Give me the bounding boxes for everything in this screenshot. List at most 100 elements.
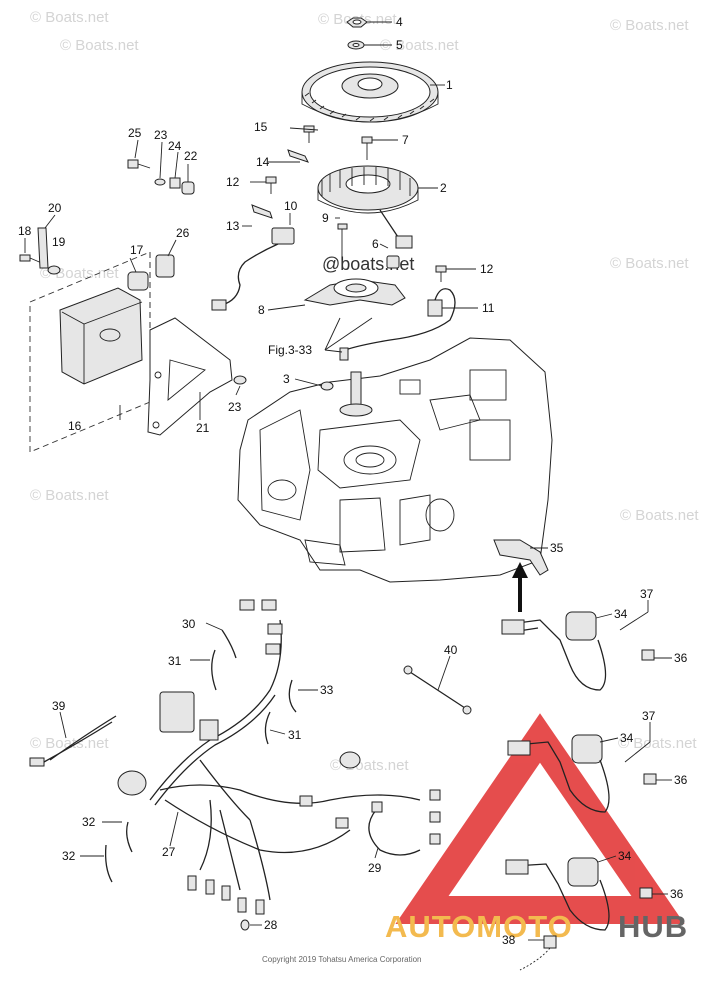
cdi-bracket [147,317,233,436]
grommet [386,255,400,269]
callout-17: 17 [130,243,144,257]
callout-24: 24 [168,139,182,153]
callout-37: 37 [640,587,654,601]
callout-40: 40 [444,643,458,657]
callout-34: 34 [620,731,634,745]
spark-plug-cap-chain [519,935,557,971]
callout-34: 34 [618,849,632,863]
callout-18: 18 [18,224,32,238]
callout-36: 36 [674,651,688,665]
callout-27: 27 [162,845,176,859]
grommet [181,181,195,195]
pulser-coil [339,288,456,361]
bolt [303,125,315,143]
clamp [251,204,273,219]
brand-text-primary: AUTOMOTO [385,909,573,944]
callout-6: 6 [372,237,379,251]
bolt [127,159,151,169]
watermark: © Boats.net [610,17,689,34]
watermark: © Boats.net [620,507,699,524]
watermark: © Boats.net [60,37,139,54]
ignition-coil-assembly [501,611,655,691]
callout-1: 1 [446,78,453,92]
plug-cap [493,539,549,576]
callout-16: 16 [68,419,82,433]
callout-22: 22 [184,149,198,163]
callout-23: 23 [228,400,242,414]
callout-7: 7 [402,133,409,147]
callout-26: 26 [176,226,190,240]
callout-29: 29 [368,861,382,875]
wire-harness [117,599,421,915]
stator-coil [317,165,419,249]
callout-38: 38 [502,933,516,947]
wire-bundle [368,789,441,856]
stator-base-plate [303,278,406,306]
callout-21: 21 [196,421,210,435]
collar [155,254,175,278]
collar [169,177,181,189]
arrow-up [512,562,528,612]
watermark: © Boats.net [30,487,109,504]
clip [240,919,250,931]
ignition-coil-assembly [507,734,657,813]
callout-25: 25 [128,126,142,140]
bolt [435,265,447,282]
callout-9: 9 [322,211,329,225]
flywheel [301,61,439,123]
callout-12: 12 [480,262,494,276]
watermark: © Boats.net [30,735,109,752]
callout-31: 31 [288,728,302,742]
watermarks: © Boats.net © Boats.net © Boats.net © Bo… [30,9,699,774]
watermark-center: @boats.net [322,254,414,274]
bolt [361,136,373,160]
clip [37,227,61,275]
callout-23: 23 [154,128,168,142]
ignition-coil [211,227,295,311]
callout-10: 10 [284,199,298,213]
callout-35: 35 [550,541,564,555]
copyright-notice: Copyright 2019 Tohatsu America Corporati… [262,955,422,964]
lead-wire [29,715,117,767]
watermark: © Boats.net [610,255,689,272]
callout-34: 34 [614,607,628,621]
bolt [337,223,348,260]
callout-31: 31 [168,654,182,668]
crankshaft-end [339,371,373,417]
callout-11: 11 [482,301,495,315]
callout-33: 33 [320,683,334,697]
ignition-coil-assembly [505,857,653,931]
nut [346,17,368,28]
brand-logo: AUTOMOTO HUB [385,713,688,944]
bolt [265,176,277,194]
callout-30: 30 [182,617,196,631]
callout-36: 36 [674,773,688,787]
watermark: © Boats.net [380,37,459,54]
callout-3: 3 [283,372,290,386]
callout-4: 4 [396,15,403,29]
callout-39: 39 [52,699,66,713]
callout-14: 14 [256,155,270,169]
callout-28: 28 [264,918,278,932]
callout-15: 15 [254,120,268,134]
callout-8: 8 [258,303,265,317]
brand-text-secondary: HUB [618,909,688,944]
callout-20: 20 [48,201,62,215]
callout-13: 13 [226,219,240,233]
engine-block [237,337,553,583]
callout-19: 19 [52,235,66,249]
cdi-unit [59,287,143,385]
washer [347,40,365,50]
washer [233,375,247,385]
figure-reference: Fig.3-33 [268,343,312,357]
callout-5: 5 [396,38,403,52]
callout-37: 37 [642,709,656,723]
callout-2: 2 [440,181,447,195]
woodruff-key [320,381,334,391]
wire-clamp [104,629,297,883]
watermark: © Boats.net [30,9,109,26]
watermark: © Boats.net [618,735,697,752]
clamp [287,149,309,163]
